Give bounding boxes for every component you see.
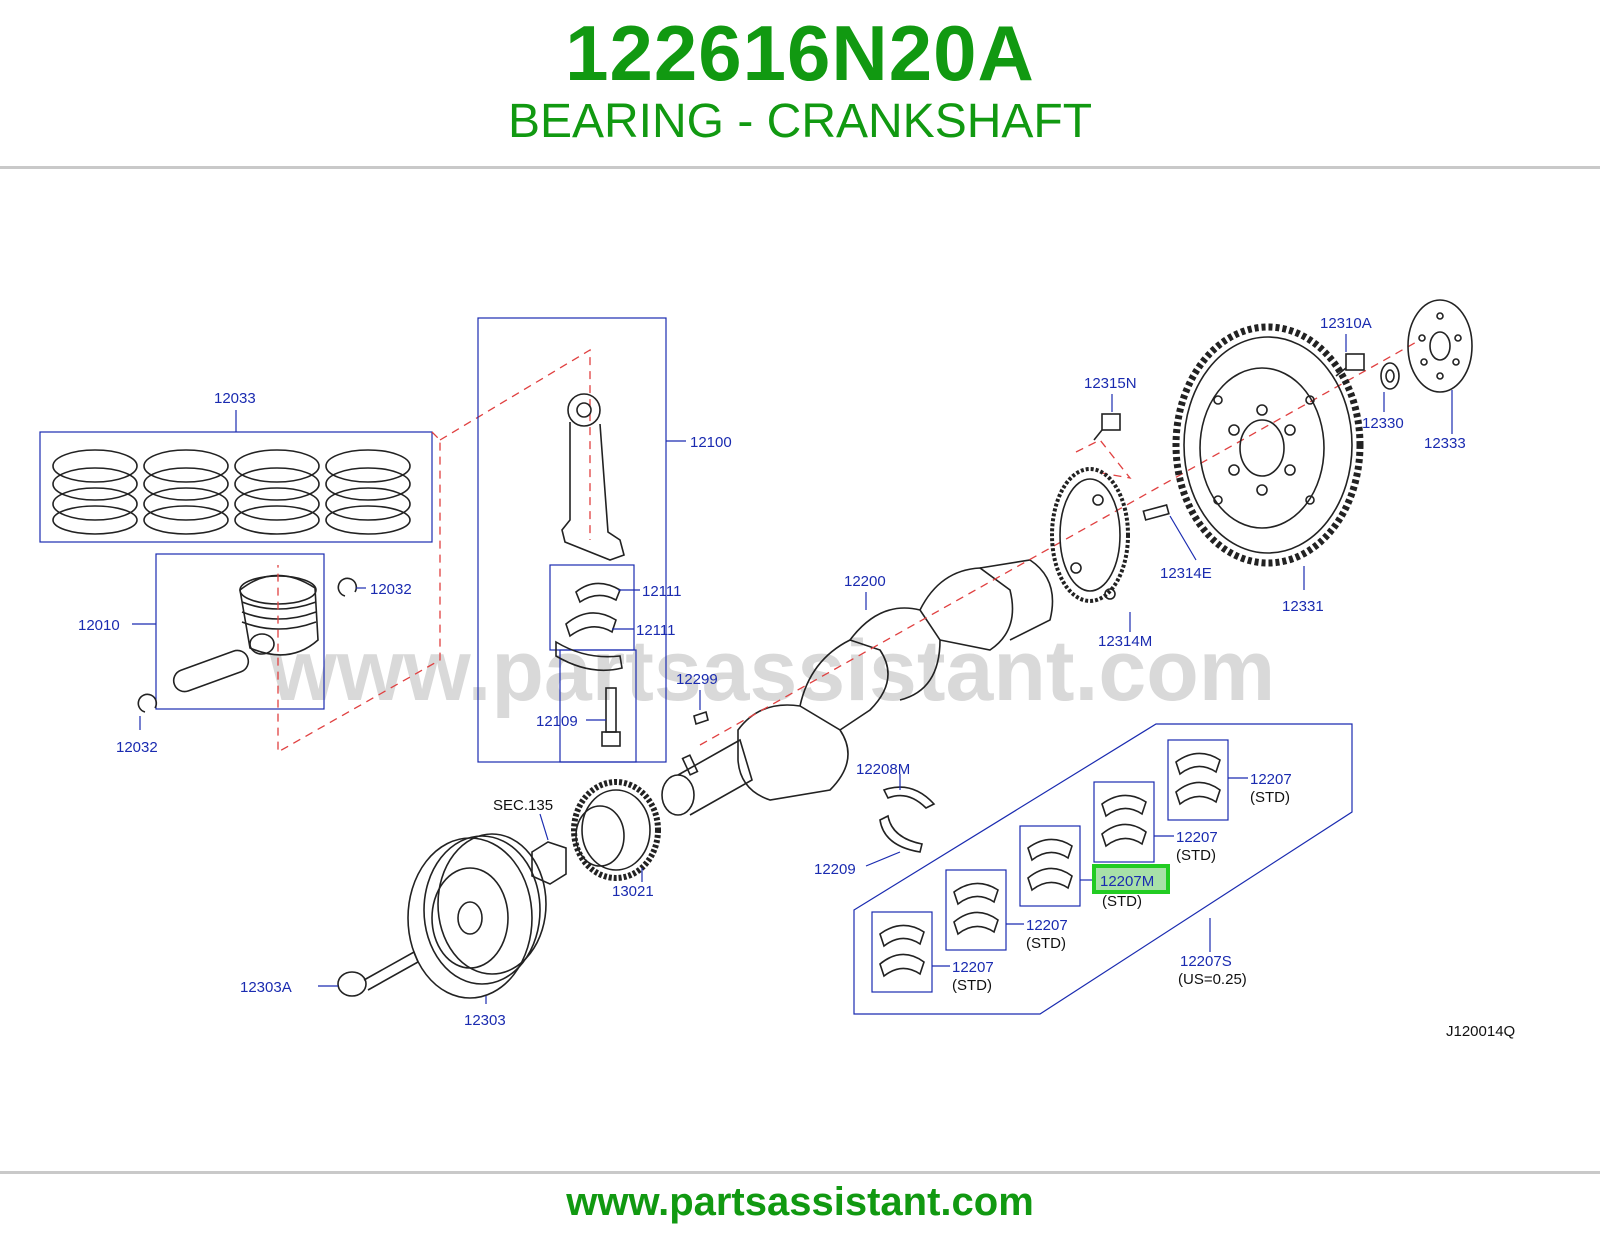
flywheel[interactable] — [1172, 323, 1364, 567]
callout-12032-upper[interactable]: 12032 — [370, 581, 412, 598]
diagram-code: J120014Q — [1446, 1023, 1515, 1040]
callout-12314e[interactable]: 12314E — [1160, 565, 1212, 582]
main-bearing-4[interactable] — [1093, 781, 1155, 863]
watermark: www.partsassistant.com — [269, 623, 1275, 719]
main-bearing-set-label[interactable]: 12207S — [1180, 953, 1232, 970]
callout-12033[interactable]: 12033 — [214, 390, 256, 407]
callout-12331[interactable]: 12331 — [1282, 598, 1324, 615]
crankshaft[interactable] — [661, 559, 1054, 816]
main-bearing-2-label[interactable]: 12207 — [1026, 917, 1068, 934]
flywheel-bolt[interactable] — [1335, 353, 1365, 377]
callout-12111-upper[interactable]: 12111 — [642, 583, 682, 600]
main-bearing-4-label[interactable]: 12207 — [1176, 829, 1218, 846]
crankshaft-pulley-bolt[interactable] — [337, 950, 420, 997]
main-bearing-2[interactable] — [945, 869, 1007, 951]
main-bearing-set[interactable] — [853, 723, 1353, 1015]
callout-12310a[interactable]: 12310A — [1320, 315, 1372, 332]
callout-12330[interactable]: 12330 — [1362, 415, 1404, 432]
callout-12299[interactable]: 12299 — [676, 671, 718, 688]
main-bearing-3-size: (STD) — [1102, 893, 1142, 910]
main-bearing-5-size: (STD) — [1250, 789, 1290, 806]
callout-12303[interactable]: 12303 — [464, 1012, 506, 1029]
main-bearing-4-size: (STD) — [1176, 847, 1216, 864]
main-bearing-5-label[interactable]: 12207 — [1250, 771, 1292, 788]
callout-12209[interactable]: 12209 — [814, 861, 856, 878]
crank-sensor-plate[interactable] — [1050, 467, 1130, 603]
reinforcement-plate[interactable] — [1407, 299, 1473, 393]
part-title: BEARING - CRANKSHAFT — [507, 95, 1093, 148]
highlight-box[interactable] — [1092, 864, 1170, 894]
callout-12315n[interactable]: 12315N — [1084, 375, 1137, 392]
footer-url[interactable]: www.partsassistant.com — [566, 1180, 1034, 1224]
callout-13021[interactable]: 13021 — [612, 883, 654, 900]
callout-12010[interactable]: 12010 — [78, 617, 120, 634]
callout-12100[interactable]: 12100 — [690, 434, 732, 451]
main-bearing-5[interactable] — [1167, 739, 1229, 821]
main-bearing-3-label[interactable]: 12207M — [1100, 873, 1154, 890]
callout-12200[interactable]: 12200 — [844, 573, 886, 590]
piston-ring-set[interactable] — [39, 431, 433, 543]
main-bearing-2-size: (STD) — [1026, 935, 1066, 952]
callout-12109[interactable]: 12109 — [536, 713, 578, 730]
callout-12314m[interactable]: 12314M — [1098, 633, 1152, 650]
sensor-plate-bolt[interactable] — [1093, 413, 1121, 441]
callout-12303a[interactable]: 12303A — [240, 979, 292, 996]
woodruff-key[interactable] — [693, 710, 709, 726]
crankshaft-sprocket[interactable] — [571, 779, 661, 881]
connecting-rod-bolt[interactable] — [555, 640, 637, 763]
spacer-collar[interactable] — [531, 841, 567, 885]
thrust-washer[interactable] — [879, 786, 936, 853]
main-bearing-set-size: (US=0.25) — [1178, 971, 1247, 988]
callout-12111-lower[interactable]: 12111 — [636, 622, 676, 639]
footer-divider — [0, 1171, 1600, 1174]
part-number: 122616N20A — [565, 9, 1035, 97]
main-bearing-1-size: (STD) — [952, 977, 992, 994]
piston-pin-snap-ring[interactable] — [137, 577, 358, 713]
main-bearing-1[interactable] — [871, 911, 933, 993]
pilot-bushing[interactable] — [1380, 362, 1400, 390]
main-bearing-3[interactable] — [1019, 825, 1081, 907]
header-divider — [0, 166, 1600, 169]
callout-12032-lower[interactable]: 12032 — [116, 739, 158, 756]
page-header: 122616N20A BEARING - CRANKSHAFT — [0, 0, 1600, 168]
crankshaft-pulley[interactable] — [407, 833, 547, 999]
main-bearing-1-label[interactable]: 12207 — [952, 959, 994, 976]
callout-12333[interactable]: 12333 — [1424, 435, 1466, 452]
callout-12208m[interactable]: 12208M — [856, 761, 910, 778]
section-reference[interactable]: SEC.135 — [493, 797, 553, 814]
dowel-pin[interactable] — [1142, 504, 1170, 521]
